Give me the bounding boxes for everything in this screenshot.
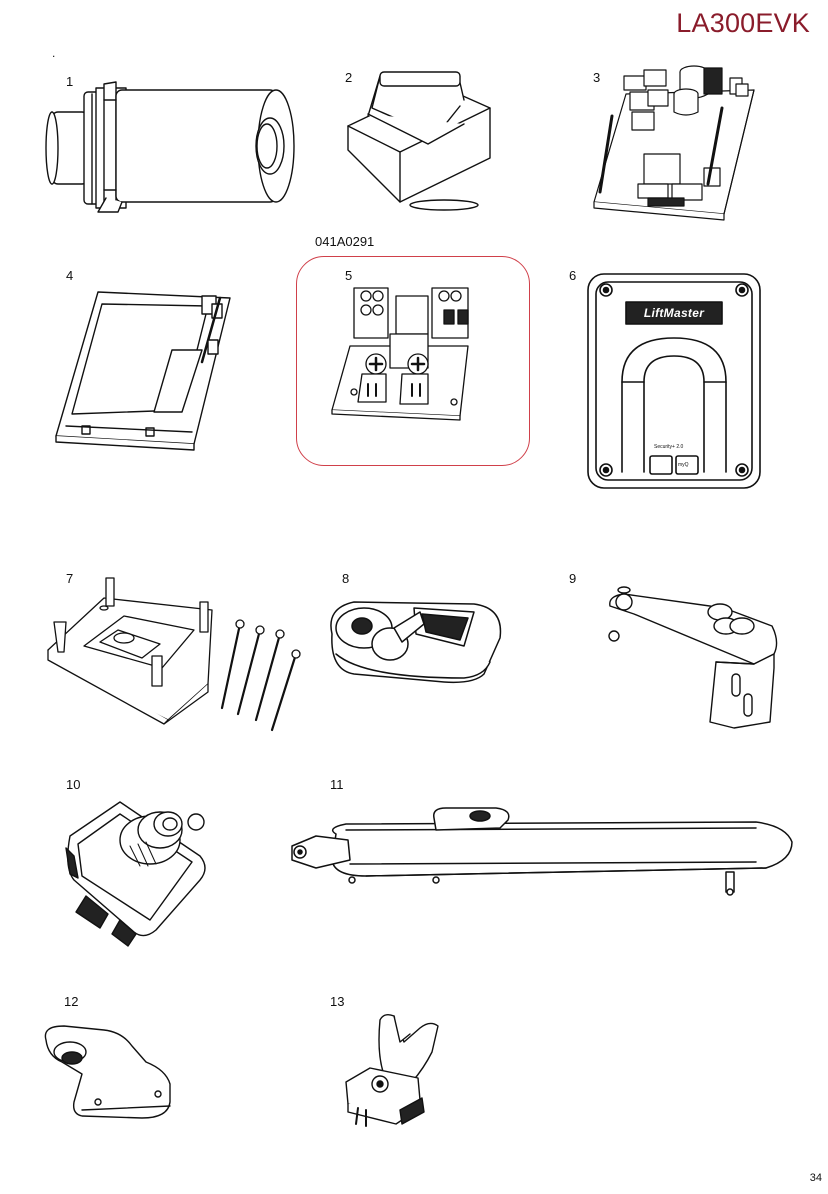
circuit-board-icon [590, 64, 760, 221]
highlight-frame [296, 256, 530, 466]
cover-small-text: Security+ 2.0 [654, 444, 684, 450]
rear-bracket-icon [42, 1022, 178, 1122]
item-number-8: 8 [342, 571, 350, 586]
mounting-base-screws-icon [44, 574, 304, 734]
item-number-13: 13 [330, 994, 345, 1009]
stray-mark: . [52, 46, 56, 60]
terminal-board-icon [328, 284, 498, 424]
page-number: 34 [809, 1172, 822, 1184]
front-bracket-icon [604, 582, 784, 732]
item-number-2: 2 [345, 70, 353, 85]
battery-icon [52, 288, 242, 451]
item-number-3: 3 [593, 70, 601, 85]
key-release-icon [324, 594, 506, 690]
item-number-10: 10 [66, 777, 81, 792]
item-number-6: 6 [569, 268, 577, 283]
control-box-cover-icon [586, 272, 764, 492]
model-title: LA300EVK [676, 8, 810, 38]
item-number-4: 4 [66, 268, 74, 283]
item-number-12: 12 [64, 994, 79, 1009]
item-number-7: 7 [66, 571, 74, 586]
clevis-bracket-icon [340, 1012, 450, 1134]
part-code-label: 041A0291 [315, 234, 375, 249]
actuator-arm-icon [286, 806, 806, 902]
cover-myq-text: myQ [678, 462, 689, 468]
cover-brand-text: LiftMaster [643, 306, 705, 320]
item-number-1: 1 [66, 74, 74, 89]
item-number-11: 11 [330, 777, 344, 792]
motor-icon [44, 80, 295, 215]
transformer-icon [340, 68, 500, 213]
cable-gland-icon [60, 796, 220, 947]
item-number-5: 5 [345, 268, 353, 283]
item-number-9: 9 [569, 571, 577, 586]
